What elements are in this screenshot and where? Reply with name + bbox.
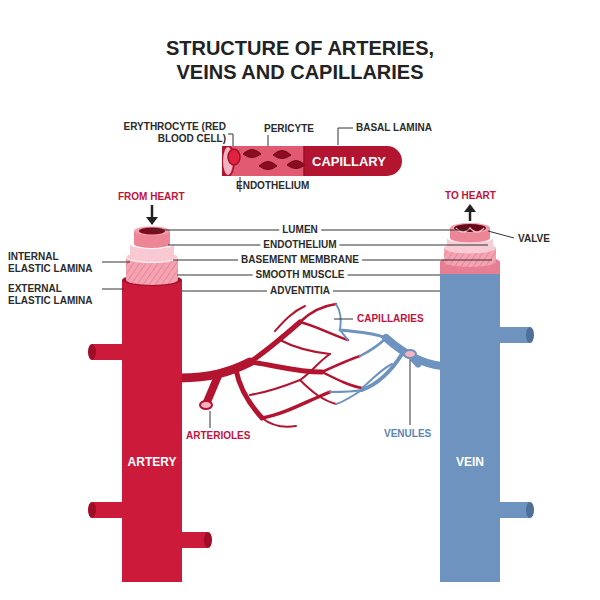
erythrocyte [228,149,240,165]
pericyte [259,162,277,170]
network-label: ARTERIOLES [186,430,250,442]
flow-arrow [146,204,476,225]
network-label: CAPILLARIES [357,313,424,325]
vein-cross-section [440,223,500,278]
artery-body: ARTERY [122,300,182,582]
vessel-name: ARTERY [122,455,182,469]
pericyte [243,150,261,158]
capillary-tube: CAPILLARY [222,146,402,176]
pericyte [273,151,291,159]
vessel-name: VEIN [440,455,500,469]
flow-label: FROM HEART [118,191,185,203]
arteriole-network [180,304,362,427]
venule-network [330,304,442,404]
pericyte [287,161,305,169]
flow-label: TO HEART [445,190,496,202]
layer-label: BASEMENT MEMBRANE [238,254,362,266]
network-label: VENULES [384,428,431,440]
vessel-name: CAPILLARY [312,154,386,169]
layer-label: ADVENTITIA [267,285,333,297]
venule-opening [404,350,416,358]
layer-label: LUMEN [279,224,321,236]
vein-body: VEIN [440,274,500,582]
arteriole-opening [200,401,212,409]
part-label: PERICYTE [264,123,314,135]
layer-label: SMOOTH MUSCLE [253,269,348,281]
layer-label: EXTERNAL ELASTIC LAMINA [8,283,100,307]
part-label: BASAL LAMINA [356,122,432,134]
part-label: VALVE [518,233,550,245]
layer-label: ENDOTHELIUM [260,239,339,251]
diagram-title: STRUCTURE OF ARTERIES, VEINS AND CAPILLA… [150,36,450,84]
layer-label: INTERNAL ELASTIC LAMINA [8,251,100,275]
part-label: ERYTHROCYTE (RED BLOOD CELL) [120,121,226,145]
artery-cross-section [122,227,182,305]
vein-branch [496,327,534,518]
part-label: ENDOTHELIUM [236,180,309,192]
